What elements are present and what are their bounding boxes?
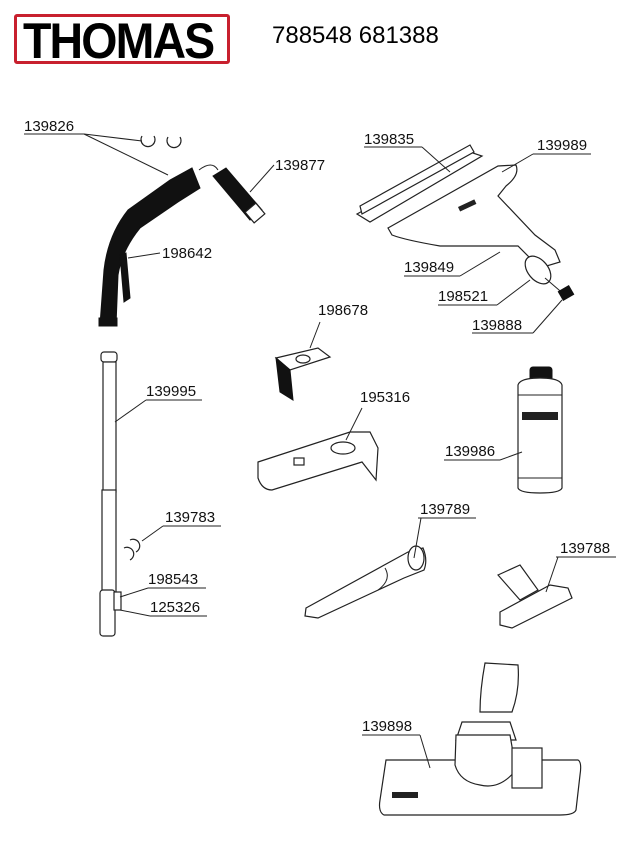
label-139789: 139789 xyxy=(420,501,470,518)
floor-nozzle-drawing: 139898 xyxy=(362,662,582,816)
telescopic-tube-drawing xyxy=(99,351,141,637)
label-139989: 139989 xyxy=(537,137,587,154)
label-139986: 139986 xyxy=(445,443,495,460)
label-139877: 139877 xyxy=(275,157,325,174)
label-198678: 198678 xyxy=(318,302,368,319)
label-139995: 139995 xyxy=(146,383,196,400)
label-139835: 139835 xyxy=(364,131,414,148)
thomas-logo: THOMAS xyxy=(14,13,230,69)
label-198543: 198543 xyxy=(148,571,198,588)
label-139826: 139826 xyxy=(24,118,74,135)
label-139788: 139788 xyxy=(560,540,610,557)
label-139783: 139783 xyxy=(165,509,215,526)
crevice-tool-drawing: 139789 xyxy=(304,501,476,619)
label-198642: 198642 xyxy=(162,245,212,262)
hose-labels: 139826 139877 198642 xyxy=(24,118,325,262)
hose-clips-drawing xyxy=(140,135,182,149)
label-125326: 125326 xyxy=(150,599,200,616)
hose-handle-drawing xyxy=(98,164,266,327)
label-195316: 195316 xyxy=(360,389,410,406)
label-198521: 198521 xyxy=(438,288,488,305)
bracket-drawing: 198678 xyxy=(274,302,368,401)
label-139849: 139849 xyxy=(404,259,454,276)
window-nozzle-drawing xyxy=(355,144,575,302)
tube-labels: 139995 139783 198543 125326 xyxy=(114,383,221,617)
brand-name: THOMAS xyxy=(23,13,215,69)
tool-holder-drawing: 195316 xyxy=(257,389,410,491)
label-139898: 139898 xyxy=(362,718,412,735)
detergent-bottle-drawing: 139986 xyxy=(444,366,563,494)
page-title: 788548 681388 xyxy=(272,22,439,49)
window-nozzle-labels: 139835 139989 139849 198521 139888 xyxy=(364,131,591,334)
upholstery-tool-drawing: 139788 xyxy=(497,540,616,629)
label-139888: 139888 xyxy=(472,317,522,334)
